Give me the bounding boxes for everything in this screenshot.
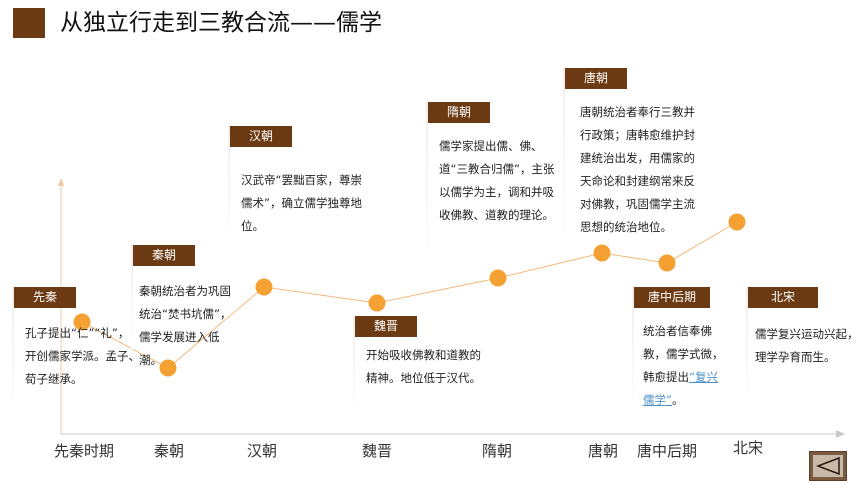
axis-label-tang: 唐朝 — [588, 442, 619, 460]
card-text: 统治者信奉佛教，儒学式微，韩愈提出“复兴儒学”。 — [643, 320, 725, 412]
card-beisong: 北宋 儒学复兴运动兴起，理学孕育而生。 — [746, 287, 859, 402]
card-label: 先秦 — [14, 287, 76, 308]
axis-label-sui: 隋朝 — [482, 442, 513, 460]
point-han — [255, 278, 273, 296]
card-label: 汉朝 — [230, 126, 292, 147]
card-text: 孔子提出“仁”“礼”，开创儒家学派。孟子、荀子继承。 — [25, 326, 140, 386]
card-text: 秦朝统治者为巩固统治“焚书坑儒”，儒学发展进入低潮。 — [139, 284, 232, 367]
card-qin: 秦朝 秦朝统治者为巩固统治“焚书坑儒”，儒学发展进入低潮。 — [131, 245, 251, 367]
back-button[interactable] — [809, 451, 847, 481]
trend-line — [81, 221, 738, 369]
card-text-part: 统治者信奉佛教，儒学式微，韩愈提出 — [643, 324, 724, 384]
back-button-face — [813, 455, 843, 477]
axis-label-weijin: 魏晋 — [362, 442, 393, 460]
point-qin — [159, 359, 177, 377]
card-label: 魏晋 — [355, 316, 417, 337]
card-han: 汉朝 汉武帝“罢黜百家，尊崇儒术”，确立儒学独尊地位。 — [228, 126, 363, 241]
x-axis-arrow-icon — [836, 430, 845, 438]
axis-label-beisong: 北宋 — [733, 439, 764, 457]
page-title: 从独立行走到三教合流——儒学 — [60, 10, 382, 36]
card-label: 北宋 — [748, 287, 818, 308]
card-text: 唐朝统治者奉行三教并行政策；唐韩愈维护封建统治出发，用儒家的天命论和封建纲常来反… — [580, 105, 695, 234]
triangle-left-icon — [815, 456, 840, 476]
card-sui: 隋朝 儒学家提出儒、佛、道“三教合归儒”，主张以儒学为主，调和并吸收佛教、道教的… — [426, 102, 561, 262]
card-label: 唐朝 — [565, 68, 627, 89]
axis-label-qin: 秦朝 — [154, 442, 185, 460]
fuxing-ruxue-link[interactable]: “复兴儒学” — [643, 370, 718, 407]
card-text-part: 。 — [671, 393, 684, 407]
card-label: 秦朝 — [133, 245, 195, 266]
card-text: 儒学家提出儒、佛、道“三教合归儒”，主张以儒学为主，调和并吸收佛教、道教的理论。 — [439, 139, 555, 222]
axis-label-tangzhonghou: 唐中后期 — [637, 442, 698, 460]
point-tangzhonghou — [658, 254, 676, 272]
point-tang — [593, 244, 611, 262]
card-text: 儒学复兴运动兴起，理学孕育而生。 — [755, 327, 859, 364]
axis-label-han: 汉朝 — [247, 442, 278, 460]
point-sui — [489, 269, 507, 287]
card-weijin: 魏晋 开始吸收佛教和道教的精神。地位低于汉代。 — [353, 316, 483, 416]
card-text: 汉武帝“罢黜百家，尊崇儒术”，确立儒学独尊地位。 — [241, 173, 362, 233]
card-xianqin: 先秦 孔子提出“仁”“礼”，开创儒家学派。孟子、荀子继承。 — [12, 287, 140, 417]
point-beisong — [728, 213, 746, 231]
card-tangzhonghou: 唐中后期 统治者信奉佛教，儒学式微，韩愈提出“复兴儒学”。 — [632, 287, 732, 412]
axis-label-xianqin: 先秦时期 — [54, 442, 115, 460]
card-tang: 唐朝 唐朝统治者奉行三教并行政策；唐韩愈维护封建统治出发，用儒家的天命论和封建纲… — [563, 68, 703, 253]
point-weijin — [368, 294, 386, 312]
card-label: 唐中后期 — [634, 287, 710, 308]
point-xianqin — [73, 313, 91, 331]
y-axis-arrow-icon — [58, 178, 64, 186]
title-square-icon — [13, 8, 45, 38]
card-text: 开始吸收佛教和道教的精神。地位低于汉代。 — [366, 348, 481, 385]
card-label: 隋朝 — [428, 102, 490, 123]
